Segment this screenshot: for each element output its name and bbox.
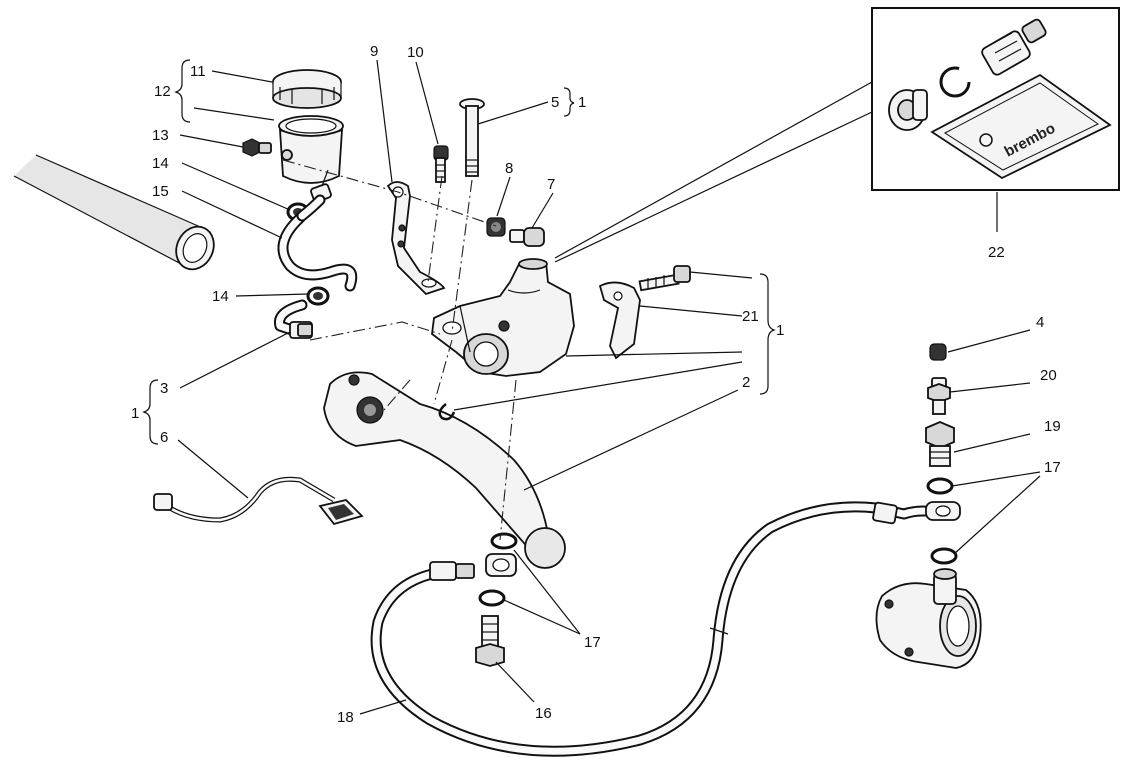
- callout-13: 13: [152, 127, 169, 144]
- assembly-dash-lines: [282, 159, 517, 541]
- bleed-cap-4: [929, 343, 947, 361]
- callout-1-left: 1: [131, 405, 139, 422]
- clutch-switch-cable: [153, 476, 364, 526]
- callout-22: 22: [988, 244, 1005, 261]
- reservoir-hose: [277, 194, 358, 292]
- callout-10: 10: [407, 44, 424, 61]
- handlebar-tube: [13, 154, 215, 271]
- bleed-valve-20: [927, 377, 951, 415]
- callout-3: 3: [160, 380, 168, 397]
- callout-4: 4: [1036, 314, 1044, 331]
- banjo-bolt-16: [475, 615, 505, 667]
- clamp-screw: [638, 265, 691, 292]
- callout-14-lower: 14: [212, 288, 229, 305]
- elbow-hose-fitting: [274, 299, 313, 339]
- slave-cylinder: [875, 568, 982, 669]
- piston-part: [981, 18, 1047, 76]
- inset-pointer-line-lower: [554, 111, 873, 263]
- lever-clip: [438, 403, 456, 421]
- hose-clip-lower: [306, 286, 330, 306]
- seal-part: [888, 89, 928, 131]
- callout-12: 12: [154, 83, 171, 100]
- circlip-part: [939, 66, 971, 98]
- callout-18: 18: [337, 709, 354, 726]
- group-braces: [142, 59, 776, 445]
- right-washers-17: [925, 477, 961, 565]
- handlebar-clamp-21: [598, 281, 641, 360]
- callout-7: 7: [547, 176, 555, 193]
- pivot-bolt-part-5: [459, 98, 485, 177]
- callout-17-right: 17: [1044, 459, 1061, 476]
- reservoir-screw-13: [242, 138, 272, 157]
- clutch-lever: [323, 371, 566, 569]
- callout-16: 16: [535, 705, 552, 722]
- callout-1-top: 1: [578, 94, 586, 111]
- callout-15: 15: [152, 183, 169, 200]
- callout-8: 8: [505, 160, 513, 177]
- screw-part-10: [433, 145, 449, 183]
- inset-pointer-line-upper: [554, 81, 873, 259]
- callout-5: 5: [551, 94, 559, 111]
- inset-repair-kit: brembo: [554, 7, 1120, 263]
- left-banjo-fitting: [478, 532, 518, 607]
- callout-19: 19: [1044, 418, 1061, 435]
- reservoir-cap: [272, 69, 342, 109]
- brembo-instruction-card: brembo: [930, 73, 1112, 180]
- callout-17-left: 17: [584, 634, 601, 651]
- callout-2: 2: [742, 374, 750, 391]
- master-cylinder-body: [431, 258, 575, 377]
- callout-11: 11: [190, 63, 206, 80]
- callout-14-upper: 14: [152, 155, 169, 172]
- callout-20: 20: [1040, 367, 1057, 384]
- reservoir-body: [278, 115, 344, 184]
- clutch-hose-18: [370, 501, 950, 757]
- nut-part-8: [486, 217, 506, 237]
- callout-labels: 11 12 13 14 15 14 3 1 6 9 10 5 1 8 7 21 …: [131, 43, 1061, 726]
- leader-lines: [177, 59, 1041, 715]
- callout-6: 6: [160, 429, 168, 446]
- screw-part-7: [509, 227, 545, 247]
- callout-1-right: 1: [776, 322, 784, 339]
- union-fitting-19: [925, 421, 955, 467]
- callout-21: 21: [742, 308, 759, 325]
- callout-9: 9: [370, 43, 378, 60]
